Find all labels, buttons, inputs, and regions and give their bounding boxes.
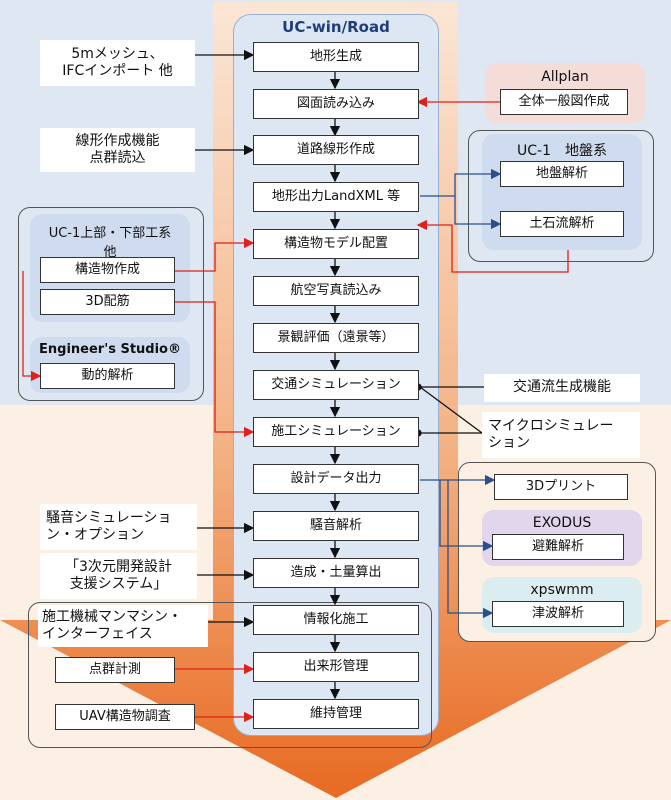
point-cloud-survey-box[interactable]: 点群計測 [55, 657, 175, 683]
structure-creation-box[interactable]: 構造物作成 [40, 257, 175, 283]
debris-flow-analysis-box[interactable]: 土石流解析 [500, 211, 624, 237]
traffic-generation-note: 交通流生成機能 [484, 374, 640, 402]
note-alignment-pointcloud: 線形作成機能 点群読込 [40, 128, 195, 172]
step-road-alignment[interactable]: 道路線形作成 [253, 135, 419, 165]
3d-rebar-box[interactable]: 3D配筋 [40, 289, 175, 315]
evacuation-analysis-box[interactable]: 避難解析 [492, 534, 624, 560]
engineers-studio-title: Engineer's Studio® [39, 342, 181, 357]
exodus-title: EXODUS [532, 515, 592, 531]
construction-group [28, 602, 432, 748]
step-terrain-output[interactable]: 地形出力LandXML 等 [253, 182, 419, 212]
xpswmm-title: xpswmm [530, 582, 594, 598]
uc-win-road-title: UC-win/Road [282, 18, 390, 36]
micro-simulation-note: マイクロシミュレー ション [482, 412, 640, 458]
ground-analysis-box[interactable]: 地盤解析 [500, 161, 624, 187]
step-traffic-simulation[interactable]: 交通シミュレーション [253, 370, 419, 400]
step-landscape-evaluation[interactable]: 景観評価（遠景等） [253, 323, 419, 353]
tsunami-analysis-box[interactable]: 津波解析 [492, 601, 624, 627]
dynamic-analysis-box[interactable]: 動的解析 [40, 363, 175, 389]
step-noise-analysis[interactable]: 騒音解析 [253, 511, 419, 541]
construction-machine-interface-title: 施工機械マンマシン・ インターフェイス [38, 605, 208, 647]
note-3d-design-system: 「3次元開発設計 支援システム」 [40, 553, 197, 599]
note-noise-option: 騒音シミュレーショ ン・オプション [40, 504, 197, 550]
step-earthwork-calc[interactable]: 造成・土量算出 [253, 558, 419, 588]
step-ict-construction[interactable]: 情報化施工 [253, 605, 419, 635]
step-drawing-import[interactable]: 図面読み込み [253, 89, 419, 119]
step-maintenance[interactable]: 維持管理 [253, 699, 419, 729]
uc1-ground-title: UC-1 地盤系 [517, 143, 607, 159]
step-aerial-photo[interactable]: 航空写真読込み [253, 276, 419, 306]
allplan-title: Allplan [541, 69, 589, 85]
note-mesh-ifc-import: 5mメッシュ、 IFCインポート 他 [40, 40, 195, 86]
general-drawing-box[interactable]: 全体一般図作成 [500, 89, 628, 115]
3d-print-box[interactable]: 3Dプリント [494, 474, 628, 500]
step-terrain-generation[interactable]: 地形生成 [253, 42, 419, 72]
uc1-structure-title: UC-1上部・下部工系 他 [48, 226, 172, 260]
step-structure-placement[interactable]: 構造物モデル配置 [253, 229, 419, 259]
uav-structure-survey-box[interactable]: UAV構造物調査 [55, 704, 195, 730]
step-construction-simulation[interactable]: 施工シミュレーション [253, 417, 419, 447]
step-as-built-management[interactable]: 出来形管理 [253, 652, 419, 682]
step-design-data-output[interactable]: 設計データ出力 [253, 464, 419, 494]
